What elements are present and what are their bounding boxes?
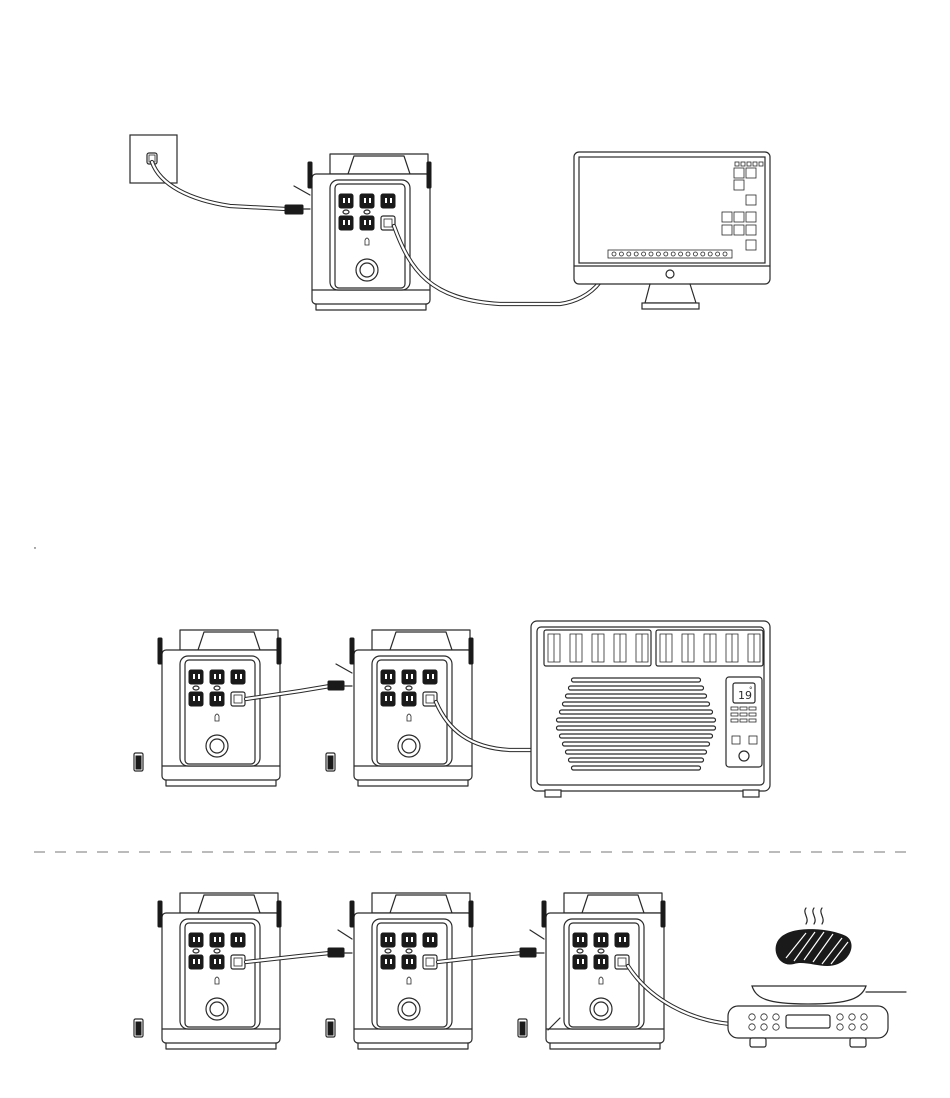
- battery-icon: [326, 753, 335, 771]
- battery-icon: [518, 1019, 527, 1037]
- air-conditioner-icon: 19 °: [531, 621, 770, 797]
- steak-icon: [776, 929, 852, 966]
- power-station-icon: [542, 893, 665, 1049]
- scene-two-stations-air-conditioner: 19 °: [134, 621, 770, 797]
- power-station-icon: [350, 893, 473, 1049]
- battery-icon: [326, 1019, 335, 1037]
- ac-temperature-unit: °: [749, 686, 753, 694]
- power-station-icon: [158, 893, 281, 1049]
- power-station-icon: [158, 630, 281, 786]
- scene-wall-charging-monitor: [130, 135, 770, 310]
- battery-icon: [134, 753, 143, 771]
- steam-icon: [805, 908, 823, 924]
- power-station-icon: [308, 154, 431, 310]
- monitor-icon: [574, 152, 770, 309]
- battery-icon: [134, 1019, 143, 1037]
- wall-outlet-icon: [130, 135, 177, 183]
- power-station-icon: [350, 630, 473, 786]
- scene-three-stations-cooking-scale: [134, 893, 906, 1049]
- kitchen-scale-icon: [728, 986, 906, 1047]
